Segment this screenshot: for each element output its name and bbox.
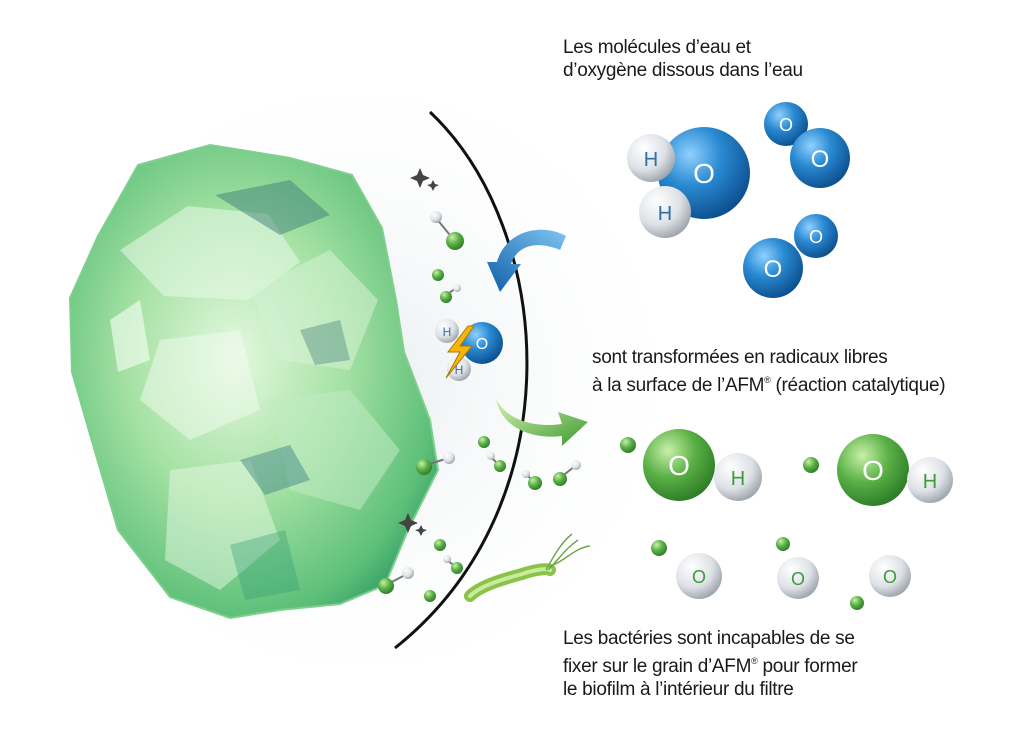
small-atom: [432, 269, 444, 281]
small-molecule: [487, 452, 506, 472]
small-atom: [850, 596, 864, 610]
caption-text: fixer sur le grain d’AFM: [563, 656, 752, 677]
svg-text:H: H: [923, 471, 937, 493]
hydroxyl-radical: O H: [837, 434, 953, 506]
caption-text: pour former: [757, 656, 858, 677]
small-molecule: [443, 555, 463, 574]
svg-text:O: O: [668, 450, 690, 481]
small-molecule: [378, 567, 414, 594]
caption-line: d’oxygène dissous dans l’eau: [563, 60, 803, 81]
svg-text:H: H: [658, 203, 672, 225]
caption-line: Les molécules d’eau et: [563, 37, 751, 58]
svg-text:O: O: [476, 336, 488, 353]
oxygen-radical: O: [676, 553, 722, 599]
oxygen-radical: O: [777, 557, 819, 599]
small-atom: [651, 540, 667, 556]
svg-text:O: O: [693, 158, 715, 189]
caption-bacteria: Les bactéries sont incapables de se fixe…: [563, 627, 858, 701]
caption-water-oxygen: Les molécules d’eau et d’oxygène dissous…: [563, 36, 803, 82]
small-molecule: [416, 452, 455, 475]
registered-mark: ®: [751, 656, 758, 666]
small-atom: [434, 539, 446, 551]
caption-text: (réaction catalytique): [770, 375, 946, 396]
svg-text:O: O: [692, 567, 706, 587]
green-arrow: [496, 398, 588, 446]
small-molecule: [522, 470, 542, 490]
svg-text:O: O: [862, 455, 884, 486]
sparkle-icon: [398, 513, 427, 536]
transforming-molecule: O H H: [435, 319, 503, 381]
afm-surface-line: [394, 110, 529, 650]
caption-line: sont transformées en radicaux libres: [592, 347, 888, 368]
hydroxyl-radical: O H: [643, 429, 762, 501]
svg-text:O: O: [883, 567, 897, 587]
small-molecule: [440, 284, 461, 303]
svg-text:O: O: [779, 115, 793, 135]
small-atom: [776, 537, 790, 551]
caption-line: le biofilm à l’intérieur du filtre: [563, 679, 794, 700]
small-atom: [478, 436, 490, 448]
registered-mark: ®: [764, 375, 771, 385]
svg-text:O: O: [809, 227, 823, 247]
caption-line: à la surface de l’AFM® (réaction catalyt…: [592, 369, 946, 397]
small-atom: [803, 457, 819, 473]
caption-text: à la surface de l’AFM: [592, 375, 765, 396]
caption-line: fixer sur le grain d’AFM® pour former: [563, 650, 858, 678]
svg-text:O: O: [791, 569, 805, 589]
blue-arrow: [487, 229, 566, 292]
small-atom: [424, 590, 436, 602]
svg-text:H: H: [731, 468, 745, 490]
svg-text:O: O: [764, 256, 783, 283]
small-molecule: [430, 211, 464, 250]
svg-text:H: H: [455, 363, 464, 377]
small-molecule: [553, 460, 581, 486]
svg-text:O: O: [811, 146, 830, 173]
caption-free-radicals: sont transformées en radicaux libres à l…: [592, 346, 946, 397]
lightning-icon: [445, 325, 475, 379]
svg-text:H: H: [443, 325, 452, 339]
oxygen-molecule: O O: [743, 214, 838, 298]
afm-glass-grain: [68, 143, 440, 620]
caption-line: Les bactéries sont incapables de se: [563, 628, 855, 649]
water-molecule: O H H: [627, 127, 750, 238]
oxygen-molecule: O O: [764, 102, 850, 188]
bacteria-icon: [464, 533, 591, 602]
svg-text:H: H: [644, 149, 658, 171]
small-atom: [620, 437, 636, 453]
sparkle-icon: [410, 168, 439, 191]
oxygen-radical: O: [869, 555, 911, 597]
